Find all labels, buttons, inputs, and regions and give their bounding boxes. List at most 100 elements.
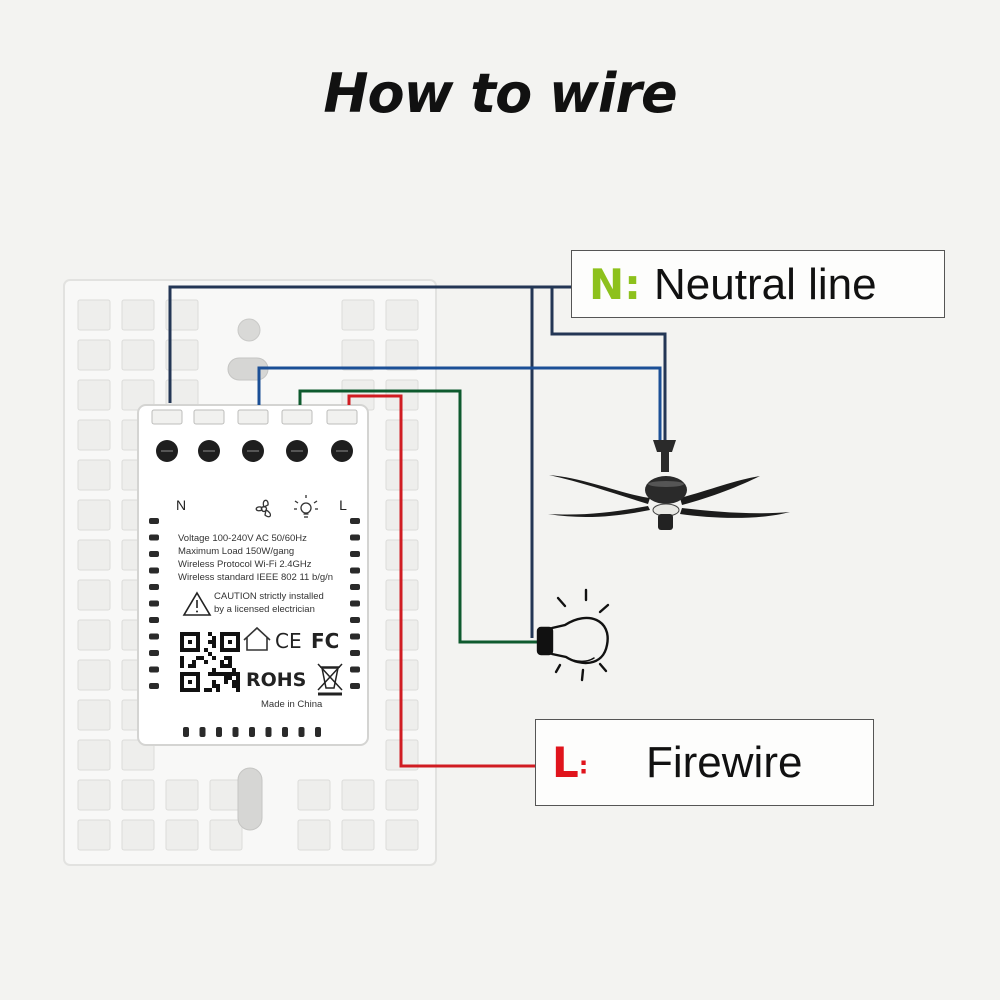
plate-grid-cell (121, 779, 155, 811)
qr-module (196, 688, 200, 692)
qr-module (212, 644, 216, 648)
qr-module (180, 656, 184, 660)
vent-slot (183, 727, 189, 737)
vent-slot (249, 727, 255, 737)
qr-module (180, 636, 184, 640)
spec-line-4: Wireless standard IEEE 802 11 b/g/n (178, 572, 333, 583)
qr-module (184, 632, 188, 636)
vent-slot (149, 551, 159, 557)
qr-module (236, 640, 240, 644)
qr-module (188, 640, 192, 644)
plate-grid-cell (77, 339, 111, 371)
qr-module (212, 640, 216, 644)
ce-mark: CE (275, 629, 302, 653)
qr-module (220, 640, 224, 644)
qr-module (224, 676, 228, 680)
terminal-tab (151, 409, 183, 425)
qr-module (196, 648, 200, 652)
terminal-tab (193, 409, 225, 425)
ceiling-fan (548, 440, 790, 530)
qr-module (216, 684, 220, 688)
qr-module (212, 680, 216, 684)
qr-module (208, 672, 212, 676)
terminal-label-l: L (339, 497, 347, 513)
plate-grid-cell (77, 499, 111, 531)
plate-grid-cell (341, 299, 375, 331)
vent-slot (149, 518, 159, 524)
qr-module (204, 660, 208, 664)
qr-module (208, 652, 212, 656)
qr-module (236, 632, 240, 636)
plate-grid-cell (165, 779, 199, 811)
qr-module (212, 636, 216, 640)
qr-module (236, 636, 240, 640)
plate-grid-cell (385, 819, 419, 851)
light-wire (298, 389, 540, 644)
vent-slot (350, 567, 360, 574)
qr-module (188, 672, 192, 676)
qr-module (224, 632, 228, 636)
vent-slot (149, 633, 159, 640)
plate-grid-cell (77, 459, 111, 491)
qr-module (180, 684, 184, 688)
qr-module (232, 680, 236, 684)
fire-label-text: Firewire (646, 738, 803, 787)
qr-module (232, 648, 236, 652)
qr-module (228, 664, 232, 668)
qr-module (196, 680, 200, 684)
qr-module (220, 632, 224, 636)
vent-slot (350, 518, 360, 524)
qr-module (180, 676, 184, 680)
qr-module (228, 648, 232, 652)
plate-grid-cell (77, 619, 111, 651)
plate-grid-cell (77, 299, 111, 331)
spec-line-3: Wireless Protocol Wi-Fi 2.4GHz (178, 559, 312, 570)
qr-module (184, 648, 188, 652)
terminal-tab (237, 409, 269, 425)
switch-module: N L Voltage 100-240V AC 50/60Hz Maximum … (137, 404, 369, 746)
plate-grid-cell (165, 299, 199, 331)
qr-module (216, 688, 220, 692)
plate-grid-cell (121, 339, 155, 371)
qr-module (180, 680, 184, 684)
qr-module (208, 632, 212, 636)
vent-slot (149, 584, 159, 590)
plate-grid-cell (341, 339, 375, 371)
qr-module (220, 660, 224, 664)
qr-module (180, 640, 184, 644)
qr-module (196, 644, 200, 648)
qr-module (236, 684, 240, 688)
plate-grid-cell (165, 339, 199, 371)
neutral-label-box: N: Neutral line (571, 250, 945, 318)
neutral-label-text: Neutral line (654, 260, 877, 309)
caution-line-1: CAUTION strictly installed (214, 591, 324, 602)
plate-grid-cell (209, 779, 243, 811)
terminal-label-n: N (176, 497, 186, 513)
qr-module (208, 640, 212, 644)
qr-module (224, 672, 228, 676)
qr-module (228, 640, 232, 644)
qr-module (180, 644, 184, 648)
qr-module (212, 668, 216, 672)
vent-slot (149, 683, 159, 689)
qr-module (220, 648, 224, 652)
vent-slot (350, 650, 360, 656)
plate-grid-cell (77, 699, 111, 731)
qr-module (216, 672, 220, 676)
neutral-wire (168, 285, 571, 403)
weee-bin-icon (317, 663, 343, 696)
qr-module (196, 676, 200, 680)
vent-slot (149, 666, 159, 673)
spec-line-2: Maximum Load 150W/gang (178, 546, 294, 557)
plate-grid-cell (385, 299, 419, 331)
plate-grid-cell (77, 539, 111, 571)
qr-module (212, 672, 216, 676)
fire-wire (347, 394, 535, 768)
vent-slot (282, 727, 288, 737)
vent-slot (315, 727, 321, 737)
spec-line-1: Voltage 100-240V AC 50/60Hz (178, 533, 307, 544)
qr-module (180, 632, 184, 636)
plate-grid-cell (121, 299, 155, 331)
qr-module (180, 664, 184, 668)
